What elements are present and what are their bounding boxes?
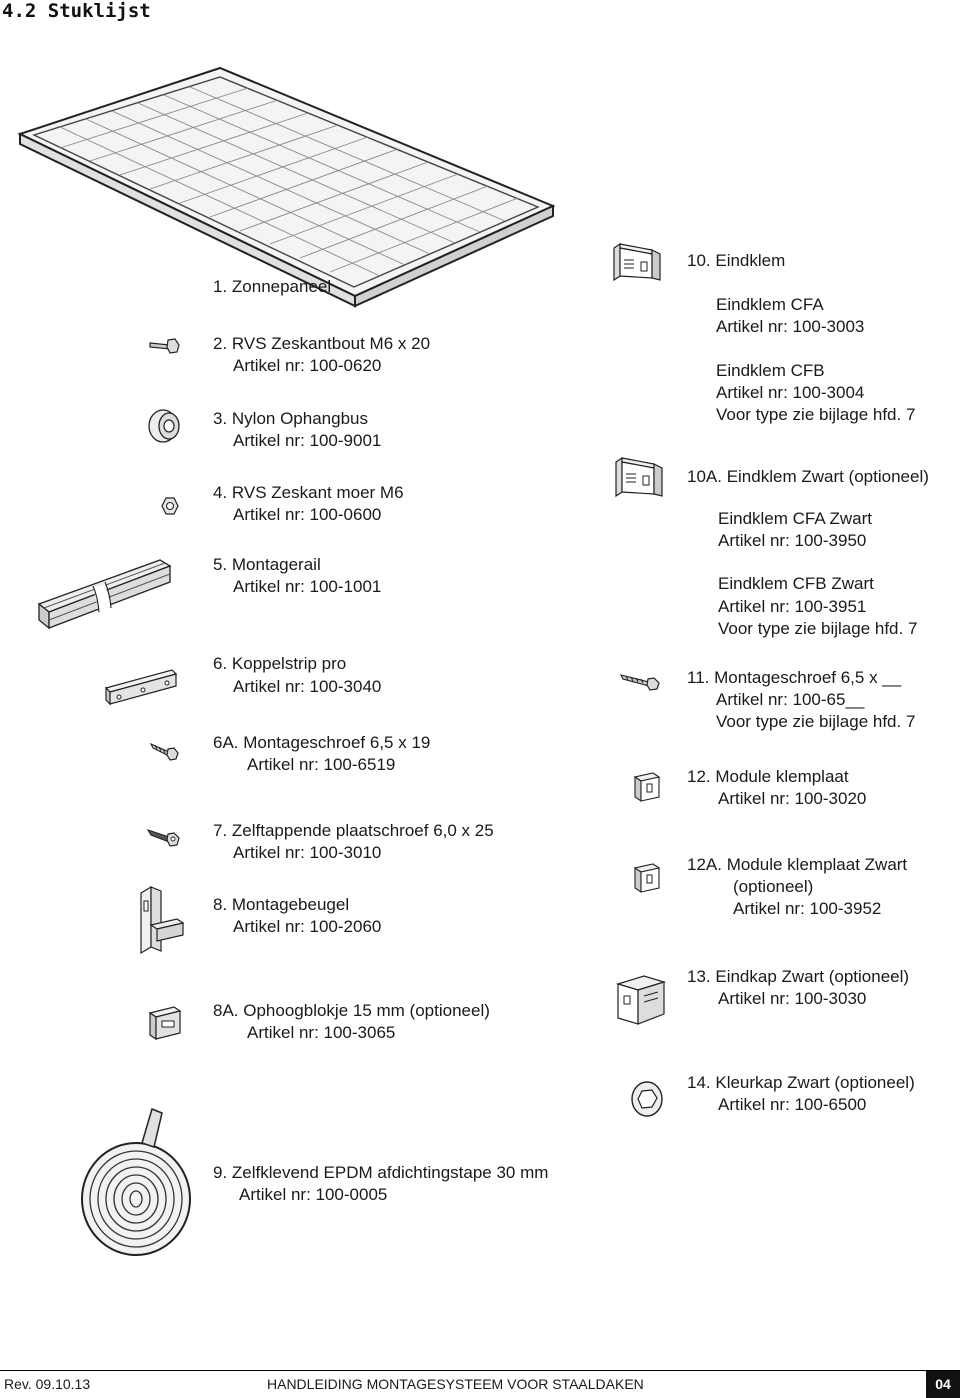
footer-title: HANDLEIDING MONTAGESYSTEEM VOOR STAALDAK… [267, 1376, 644, 1392]
item-11-note: Voor type zie bijlage hfd. 7 [716, 712, 916, 731]
screw-icon [149, 742, 179, 761]
coupling-strip-icon [104, 669, 178, 706]
item-14-title: 14. Kleurkap Zwart (optioneel) [687, 1073, 915, 1092]
nylon-bushing-icon [148, 409, 180, 443]
item-11-article: Artikel nr: 100-65__ [716, 690, 865, 709]
item-10a-note: Voor type zie bijlage hfd. 7 [718, 619, 918, 638]
item-9-article: Artikel nr: 100-0005 [239, 1185, 388, 1204]
item-12a-article: Artikel nr: 100-3952 [733, 899, 882, 918]
item-8-article: Artikel nr: 100-2060 [233, 917, 382, 936]
end-clamp-icon [615, 456, 663, 498]
solar-panel-icon [17, 66, 556, 308]
item-10a-cfa-article: Artikel nr: 100-3950 [718, 531, 867, 550]
spacer-block-icon [148, 1006, 182, 1041]
item-6a-article: Artikel nr: 100-6519 [247, 755, 396, 774]
footer-divider [0, 1370, 960, 1371]
item-5-article: Artikel nr: 100-1001 [233, 577, 382, 596]
item-6a-title: 6A. Montageschroef 6,5 x 19 [213, 733, 431, 752]
item-2-title: 2. RVS Zeskantbout M6 x 20 [213, 334, 431, 353]
item-10a-cfa: Eindklem CFA Zwart [718, 509, 872, 528]
footer-revision: Rev. 09.10.13 [4, 1376, 91, 1392]
item-3-article: Artikel nr: 100-9001 [233, 431, 382, 450]
item-6-title: 6. Koppelstrip pro [213, 654, 347, 673]
page-number: 04 [926, 1371, 960, 1398]
end-clamp-icon [613, 242, 661, 282]
item-8a-title: 8A. Ophoogblokje 15 mm (optioneel) [213, 1001, 490, 1020]
item-12a-title: 12A. Module klemplaat Zwart [687, 855, 908, 874]
item-11-title: 11. Montageschroef 6,5 x __ [687, 668, 902, 687]
item-10-cfb: Eindklem CFB [716, 361, 825, 380]
item-10-note: Voor type zie bijlage hfd. 7 [716, 405, 916, 424]
hex-nut-icon [161, 497, 179, 515]
item-4-title: 4. RVS Zeskant moer M6 [213, 483, 404, 502]
hex-bolt-icon [149, 338, 180, 354]
item-8-title: 8. Montagebeugel [213, 895, 350, 914]
item-10-cfb-article: Artikel nr: 100-3004 [716, 383, 865, 402]
item-10a-title: 10A. Eindklem Zwart (optioneel) [687, 467, 929, 486]
mounting-bracket-icon [140, 885, 185, 955]
item-10-cfa-article: Artikel nr: 100-3003 [716, 317, 865, 336]
end-cap-icon [615, 975, 667, 1025]
mounting-rail-icon [37, 559, 172, 630]
item-12-article: Artikel nr: 100-3020 [718, 789, 867, 808]
item-9-title: 9. Zelfklevend EPDM afdichtingstape 30 m… [213, 1163, 549, 1182]
item-7-title: 7. Zelftappende plaatschroef 6,0 x 25 [213, 821, 494, 840]
item-10a-cfb: Eindklem CFB Zwart [718, 574, 874, 593]
item-8a-article: Artikel nr: 100-3065 [247, 1023, 396, 1042]
color-cap-icon [631, 1081, 663, 1117]
epdm-tape-roll-icon [81, 1107, 191, 1256]
item-10-title: 10. Eindklem [687, 251, 786, 270]
item-7-article: Artikel nr: 100-3010 [233, 843, 382, 862]
item-3-title: 3. Nylon Ophangbus [213, 409, 368, 428]
item-10-cfa: Eindklem CFA [716, 295, 824, 314]
item-4-article: Artikel nr: 100-0600 [233, 505, 382, 524]
item-5-title: 5. Montagerail [213, 555, 321, 574]
item-6-article: Artikel nr: 100-3040 [233, 677, 382, 696]
screw-icon [619, 674, 660, 691]
item-1-title: 1. Zonnepaneel [213, 277, 332, 296]
item-10a-cfb-article: Artikel nr: 100-3951 [718, 597, 867, 616]
item-14-article: Artikel nr: 100-6500 [718, 1095, 867, 1114]
item-12-title: 12. Module klemplaat [687, 767, 849, 786]
item-12a-sub: (optioneel) [733, 877, 814, 896]
self-tapping-screw-icon [146, 829, 180, 847]
item-13-title: 13. Eindkap Zwart (optioneel) [687, 967, 910, 986]
item-13-article: Artikel nr: 100-3030 [718, 989, 867, 1008]
section-heading: 4.2 Stuklijst [2, 0, 151, 22]
module-clamp-plate-icon [633, 772, 661, 803]
module-clamp-plate-icon [633, 863, 661, 894]
item-2-article: Artikel nr: 100-0620 [233, 356, 382, 375]
